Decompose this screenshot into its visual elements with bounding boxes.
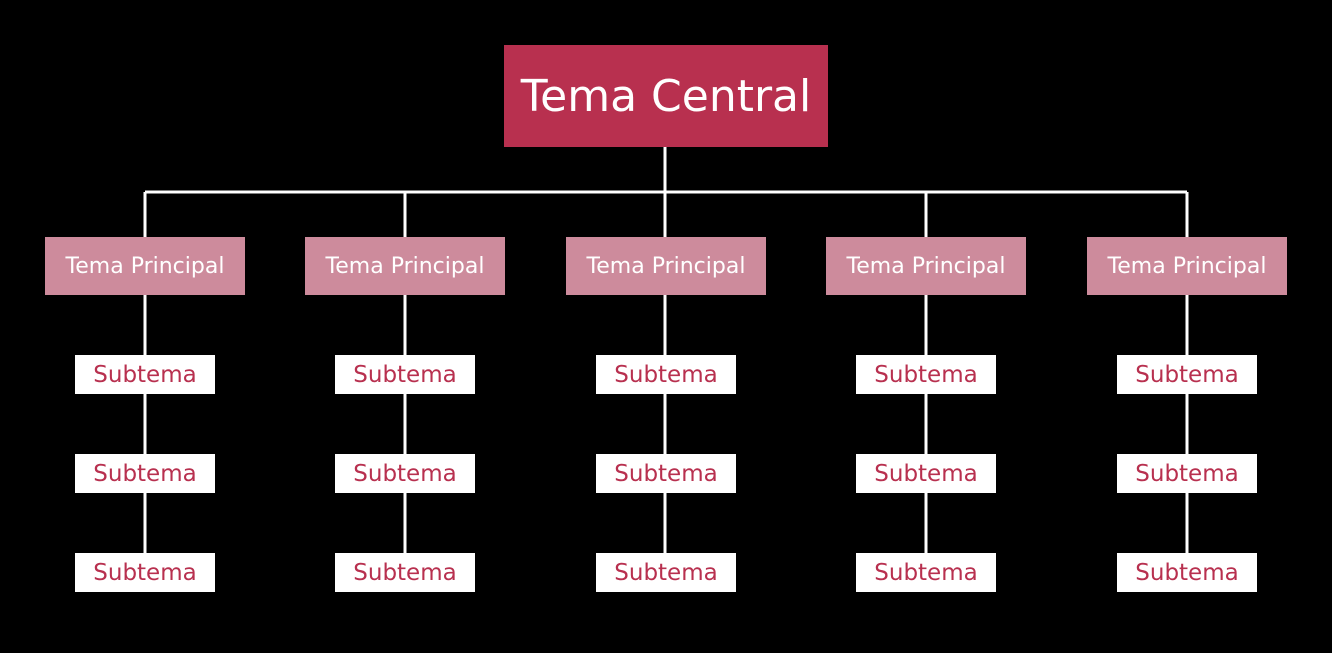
subtopic-4-1: Subtema (856, 355, 996, 394)
subtopic-5-1: Subtema (1117, 355, 1257, 394)
subtopic-2-2: Subtema (335, 454, 475, 493)
subtopic-3-2: Subtema (596, 454, 736, 493)
subtopic-1-3: Subtema (75, 553, 215, 592)
subtopic-4-3: Subtema (856, 553, 996, 592)
subtopic-2-1: Subtema (335, 355, 475, 394)
subtopic-2-3: Subtema (335, 553, 475, 592)
subtopic-1-1: Subtema (75, 355, 215, 394)
main-topic-4: Tema Principal (826, 237, 1026, 295)
main-topic-3: Tema Principal (566, 237, 766, 295)
subtopic-3-3: Subtema (596, 553, 736, 592)
subtopic-5-2: Subtema (1117, 454, 1257, 493)
subtopic-3-1: Subtema (596, 355, 736, 394)
main-topic-2: Tema Principal (305, 237, 505, 295)
subtopic-5-3: Subtema (1117, 553, 1257, 592)
main-topic-5: Tema Principal (1087, 237, 1287, 295)
central-topic: Tema Central (504, 45, 828, 147)
subtopic-4-2: Subtema (856, 454, 996, 493)
subtopic-1-2: Subtema (75, 454, 215, 493)
main-topic-1: Tema Principal (45, 237, 245, 295)
